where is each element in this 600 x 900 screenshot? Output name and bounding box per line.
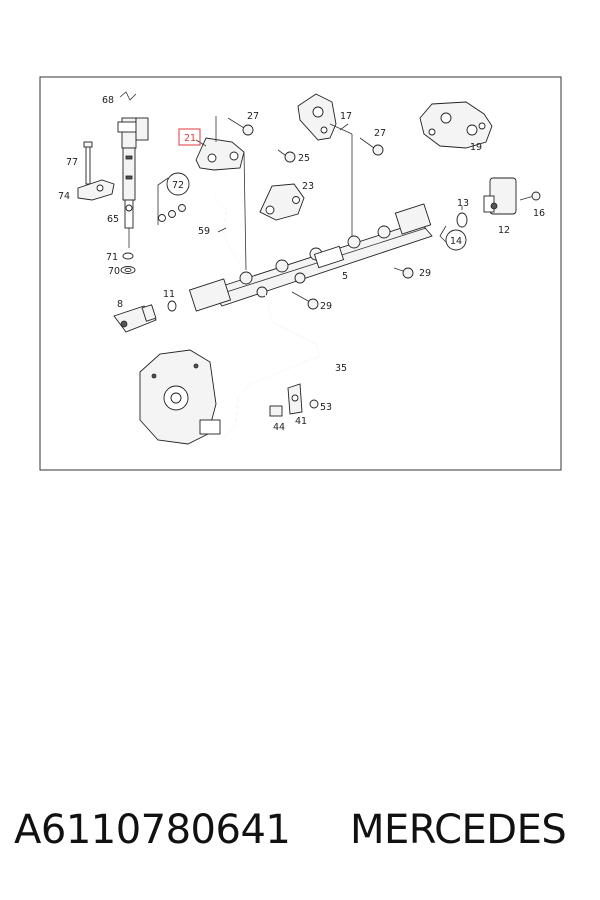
- bolt-16: [519, 191, 541, 201]
- callout-27-upper-right: 27: [374, 128, 386, 139]
- callout-29-lower: 29: [320, 301, 332, 312]
- callout-74: 74: [58, 191, 70, 202]
- callout-14: 14: [450, 236, 462, 247]
- callout-16: 16: [533, 208, 545, 219]
- callout-13: 13: [457, 198, 469, 209]
- bracket-21: [195, 137, 245, 171]
- callout-70: 70: [108, 266, 120, 277]
- callout-27-upper-left: 27: [247, 111, 259, 122]
- callout-23: 23: [302, 181, 314, 192]
- callout-8: 8: [117, 299, 123, 310]
- highlight-box: [178, 128, 201, 146]
- leader-lines: [195, 116, 463, 271]
- return-line-clip: [119, 91, 137, 101]
- clamp-bolt: [83, 141, 93, 185]
- injector-clamp: [77, 179, 115, 201]
- seal-washer: [122, 252, 134, 260]
- callout-35: 35: [335, 363, 347, 374]
- callout-68: 68: [102, 95, 114, 106]
- fuel-injector: [117, 117, 149, 248]
- callout-17: 17: [340, 111, 352, 122]
- caption-bar: A6110780641 MERCEDES: [0, 800, 600, 860]
- callout-5: 5: [342, 271, 348, 282]
- callout-71: 71: [106, 252, 118, 263]
- bolt-29a: [393, 267, 414, 279]
- callout-72: 72: [172, 180, 184, 191]
- callout-21: 21: [184, 133, 196, 144]
- part-number: A6110780641: [14, 807, 291, 853]
- callout-59: 59: [198, 226, 210, 237]
- seal-ring-72-callout: [166, 172, 190, 196]
- bracket-17: [297, 93, 337, 141]
- bolt-25: [277, 149, 296, 163]
- rubber-grommet-44: [269, 405, 283, 417]
- seal-14-callout: [445, 229, 467, 251]
- brand-name: MERCEDES: [350, 807, 567, 853]
- pressure-sensor-8: [113, 304, 157, 333]
- callout-77: 77: [66, 157, 78, 168]
- callout-53: 53: [320, 402, 332, 413]
- high-pressure-pump: [139, 349, 221, 445]
- callout-25: 25: [298, 153, 310, 164]
- parts-diagram: 68 77 74 65 71 70 21 27 72 25 23 59 17 2…: [39, 76, 562, 471]
- bolt-27b: [359, 137, 384, 156]
- bracket-19: [419, 101, 493, 149]
- callout-19: 19: [470, 142, 482, 153]
- bolt-27a: [227, 117, 254, 136]
- callout-29-right: 29: [419, 268, 431, 279]
- pressure-regulator-12: [483, 177, 517, 215]
- seal-11: [167, 300, 177, 312]
- bolt-29b: [291, 291, 319, 310]
- callout-44: 44: [273, 422, 285, 433]
- callout-12: 12: [498, 225, 510, 236]
- fuel-rail-5: [188, 203, 433, 312]
- line-clamp-41: [287, 383, 303, 415]
- bracket-23: [259, 183, 305, 221]
- callout-65: 65: [107, 214, 119, 225]
- nut-53: [309, 399, 319, 409]
- o-ring-13: [456, 212, 468, 228]
- callout-41: 41: [295, 416, 307, 427]
- callout-11: 11: [163, 289, 175, 300]
